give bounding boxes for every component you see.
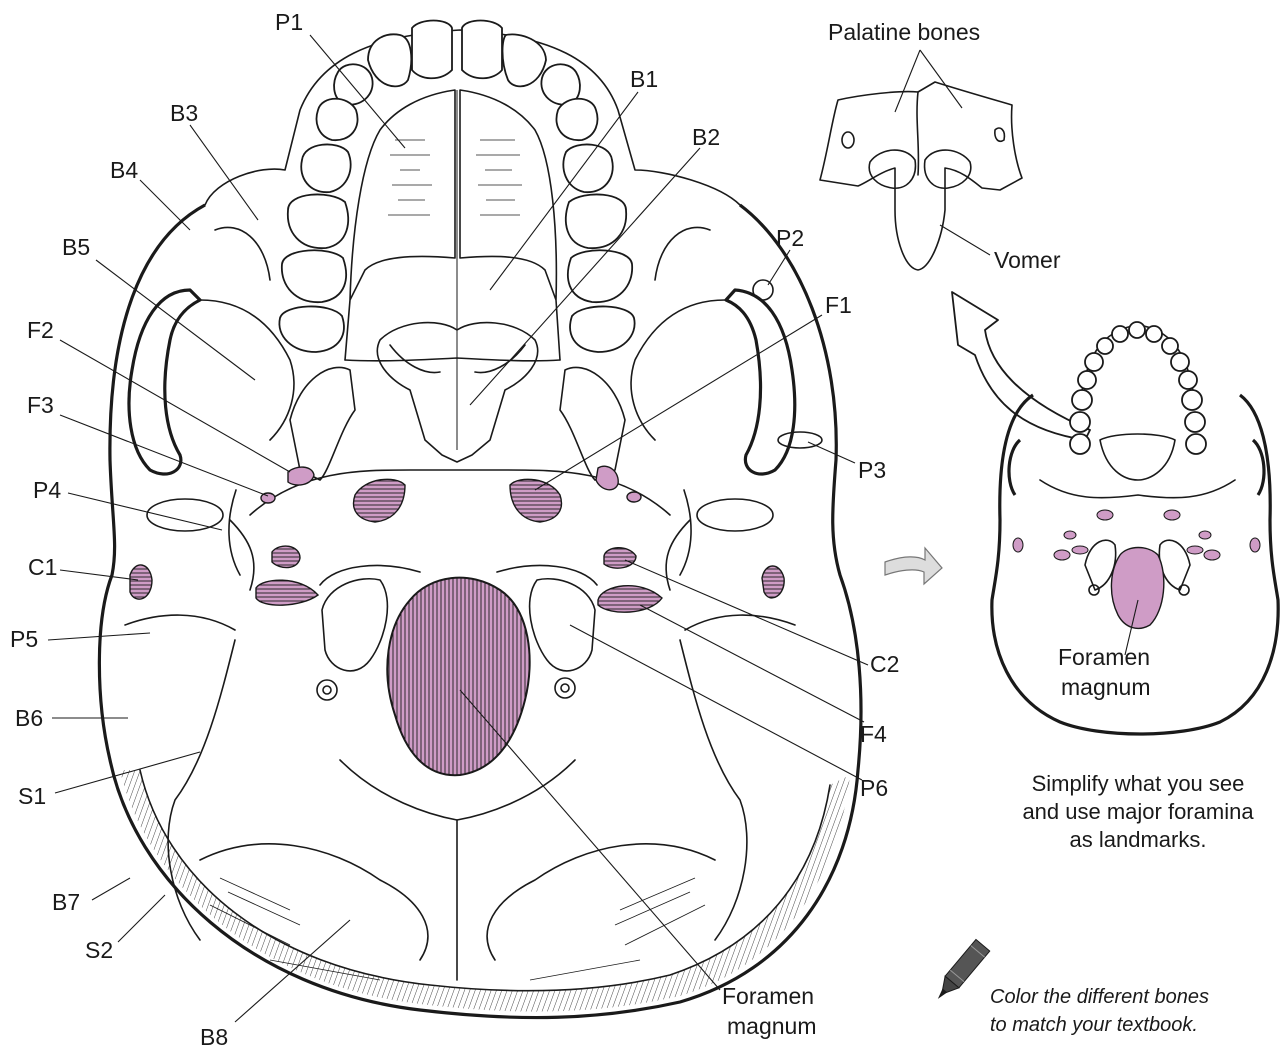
label-F1: F1: [825, 292, 852, 318]
label-B8: B8: [200, 1024, 228, 1050]
label-P3: P3: [858, 457, 886, 483]
instruction-line-2: to match your textbook.: [990, 1011, 1270, 1039]
label-B6: B6: [15, 705, 43, 731]
label-P2: P2: [776, 225, 804, 251]
palatine-bones-outline: [820, 82, 1022, 270]
palate-left: [345, 90, 455, 360]
crayon-icon: [931, 939, 990, 1004]
foramen-magnum-label-line1: Foramen: [722, 983, 814, 1009]
label-B7: B7: [52, 889, 80, 915]
label-B4: B4: [110, 157, 138, 183]
curved-arrow-icon: [952, 292, 1090, 440]
palatine-bones-label: Palatine bones: [828, 19, 980, 45]
label-S1: S1: [18, 783, 46, 809]
right-pterygoid: [560, 367, 625, 480]
label-B1: B1: [630, 66, 658, 92]
label-B3: B3: [170, 100, 198, 126]
right-occipital-condyle: [530, 579, 595, 671]
small-arrow-icon: [885, 548, 942, 584]
note-line-2: and use major foramina: [994, 798, 1281, 826]
foramen-magnum-label-line2: magnum: [727, 1013, 816, 1039]
palatine-vomer-inset: Palatine bones Vomer: [820, 19, 1061, 273]
left-pterygoid: [290, 367, 355, 480]
simplify-note: Simplify what you see and use major fora…: [994, 770, 1281, 854]
small-foramen-label-line1: Foramen: [1058, 644, 1150, 670]
label-F3: F3: [27, 392, 54, 418]
color-instruction: Color the different bones to match your …: [990, 983, 1270, 1039]
small-foramen-magnum: [1111, 548, 1163, 629]
left-occipital-condyle: [322, 579, 387, 671]
label-C2: C2: [870, 651, 899, 677]
main-skull: [99, 21, 861, 1018]
label-B2: B2: [692, 124, 720, 150]
label-C1: C1: [28, 554, 57, 580]
small-foramen-label-line2: magnum: [1061, 674, 1150, 700]
label-B5: B5: [62, 234, 90, 260]
small-skull: Foramen magnum: [992, 322, 1278, 734]
label-P5: P5: [10, 626, 38, 652]
label-P6: P6: [860, 775, 888, 801]
label-F2: F2: [27, 317, 54, 343]
note-line-1: Simplify what you see: [994, 770, 1281, 798]
label-P1: P1: [275, 9, 303, 35]
label-P4: P4: [33, 477, 61, 503]
instruction-line-1: Color the different bones: [990, 983, 1270, 1011]
vomer-label: Vomer: [994, 247, 1061, 273]
label-S2: S2: [85, 937, 113, 963]
label-F4: F4: [860, 721, 887, 747]
note-line-3: as landmarks.: [994, 826, 1281, 854]
palate-right: [460, 90, 560, 360]
